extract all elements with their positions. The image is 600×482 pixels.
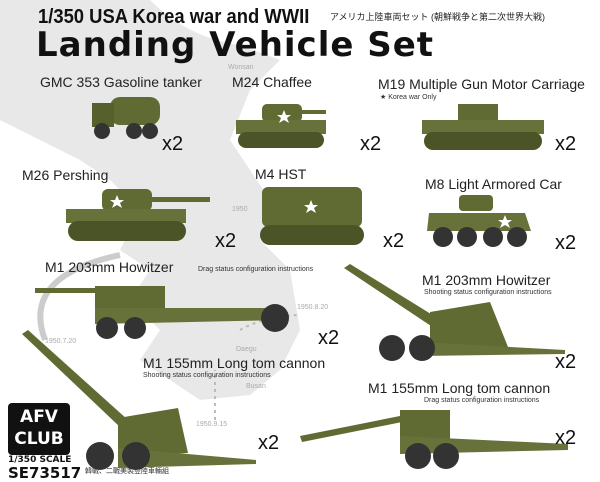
- map-label: 1950.8.20: [297, 304, 329, 311]
- vehicle-label: M1 203mm Howitzer: [422, 272, 551, 288]
- vehicle-label: GMC 353 Gasoline tanker: [40, 74, 202, 90]
- quantity: x2: [555, 351, 577, 373]
- title-line1: 1/350 USA Korea war and WWII: [38, 6, 310, 28]
- vehicle-label: M24 Chaffee: [232, 74, 312, 90]
- map-label: 1950.9.15: [196, 421, 228, 428]
- m1-howitzer-drag-illustration: [35, 286, 289, 339]
- product-code: SE73517: [8, 464, 82, 482]
- map-label: 1950.7.20: [45, 338, 77, 345]
- vehicle-label: M8 Light Armored Car: [425, 176, 562, 192]
- chinese-title: 韓戰、二戰美製登陸車輛組: [85, 468, 169, 475]
- vehicle-label: M1 155mm Long tom cannon: [368, 380, 551, 396]
- vehicle-label: M26 Pershing: [22, 167, 109, 183]
- m1-long-tom-shooting-illustration: [22, 330, 256, 470]
- quantity: x2: [215, 230, 237, 252]
- star-icon: [277, 110, 291, 123]
- quantity: x2: [162, 133, 184, 155]
- vehicle-note: Drag status configuration instructions: [424, 397, 540, 404]
- m24-chaffee-illustration: [236, 104, 326, 148]
- star-icon: [304, 200, 318, 213]
- star-icon: [498, 215, 512, 228]
- m26-pershing-illustration: [66, 189, 210, 241]
- m8-armored-car-illustration: [427, 195, 531, 247]
- map-label: Busan: [246, 383, 266, 390]
- quantity: x2: [318, 327, 340, 349]
- vehicle-label: M4 HST: [255, 166, 307, 182]
- quantity: x2: [383, 230, 405, 252]
- page-title: Landing Vehicle Set: [36, 25, 435, 65]
- logo-text: AFV CLUB: [14, 407, 64, 449]
- vehicle-label: M1 203mm Howitzer: [45, 259, 174, 275]
- vehicle-note: Drag status configuration instructions: [198, 266, 314, 273]
- m1-long-tom-drag-illustration: [300, 410, 568, 469]
- scale-label: 1/350 SCALE: [8, 455, 72, 465]
- quantity: x2: [555, 427, 577, 449]
- title-japanese: アメリカ上陸車両セット (朝鮮戦争と第二次世界大戦): [330, 12, 546, 22]
- map-label: 1950: [232, 206, 248, 213]
- vehicle-label: M1 155mm Long tom cannon: [143, 355, 326, 371]
- vehicle-note: Shooting status configuration instructio…: [424, 289, 552, 296]
- m1-howitzer-shooting-illustration: [344, 264, 565, 361]
- afv-club-logo: AFV CLUB: [8, 403, 70, 455]
- vehicle-note: ★ Korea war Only: [380, 94, 437, 101]
- m4-hst-illustration: [260, 187, 364, 245]
- quantity: x2: [258, 432, 280, 454]
- map-label: Daegu: [236, 346, 257, 353]
- gmc-tanker-illustration: [92, 97, 160, 139]
- m19-gmc-illustration: [422, 104, 544, 150]
- vehicle-label: M19 Multiple Gun Motor Carriage: [378, 76, 585, 92]
- star-icon: [110, 195, 124, 208]
- quantity: x2: [555, 232, 577, 254]
- map-label: Wonsan: [228, 64, 254, 71]
- vehicle-note: Shooting status configuration instructio…: [143, 372, 271, 379]
- quantity: x2: [555, 133, 577, 155]
- quantity: x2: [360, 133, 382, 155]
